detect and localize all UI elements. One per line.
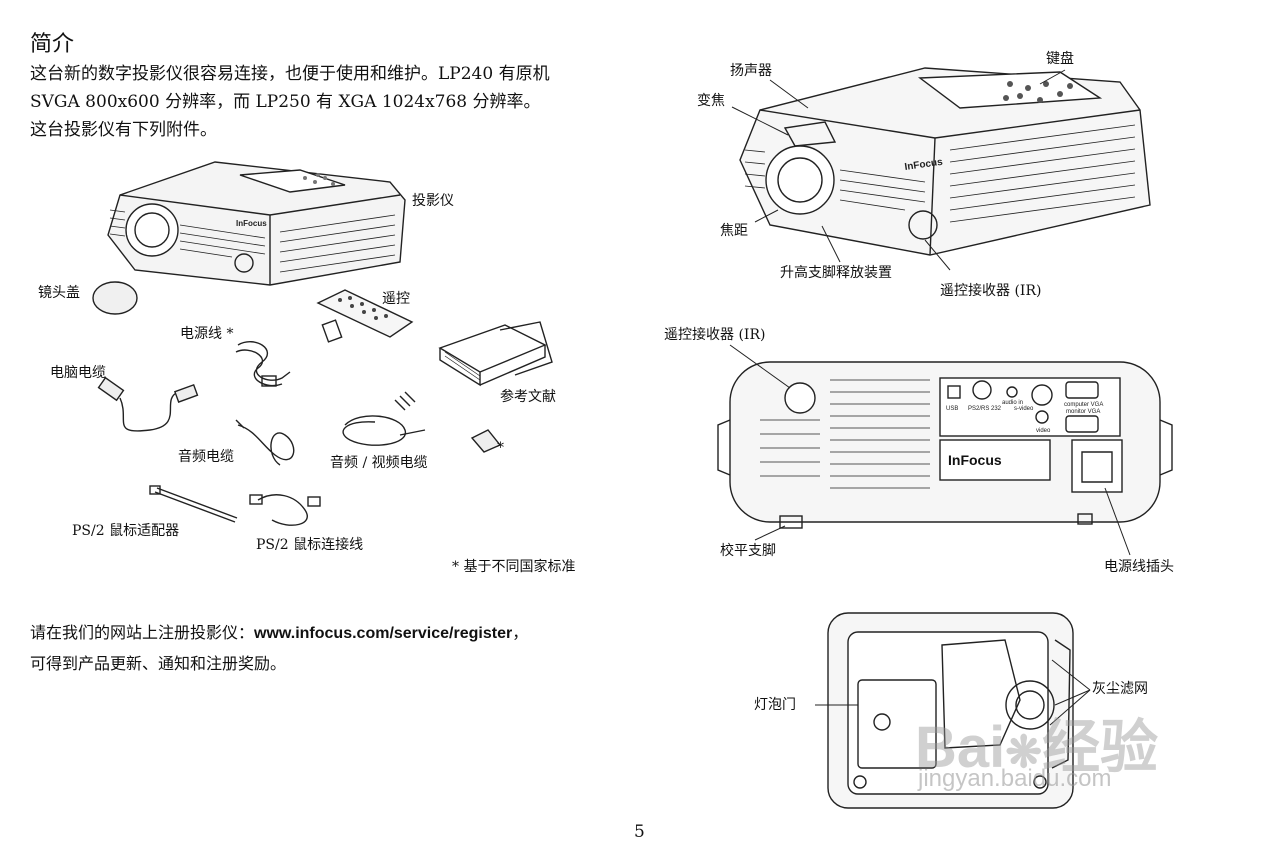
label-power-cord: 电源线 * <box>180 326 234 342</box>
port-label-usb: USB <box>946 406 958 412</box>
label-zoom: 变焦 <box>697 93 725 109</box>
label-dust-filter: 灰尘滤网 <box>1092 681 1148 697</box>
label-footnote: * 基于不同国家标准 <box>452 559 576 575</box>
power-cord-illustration <box>235 341 291 387</box>
page-number: 5 <box>634 822 645 842</box>
port-label-ps2: PS2/RS 232 <box>968 406 1002 412</box>
label-lens-cap: 镜头盖 <box>38 285 80 301</box>
label-ir-receiver-top: 遥控接收器 (IR) <box>940 283 1042 299</box>
registration-prefix: 请在我们的网站上注册投影仪： <box>30 623 255 642</box>
label-av-cable: 音频 / 视频电缆 <box>330 455 428 471</box>
watermark-url: jingyan.baidu.com <box>918 765 1112 792</box>
port-label-svideo: s-video <box>1014 406 1034 412</box>
label-computer-cable: 电脑电缆 <box>50 365 106 381</box>
label-speaker: 扬声器 <box>730 63 772 79</box>
label-audio-cable: 音频电缆 <box>178 449 234 465</box>
label-asterisk: * <box>497 440 504 456</box>
reference-docs-illustration <box>438 321 553 387</box>
label-remote: 遥控 <box>382 291 410 307</box>
watermark-brand: Bai <box>915 715 1006 780</box>
watermark-brand2: 经验 <box>1042 715 1159 780</box>
plug-adapter-illustration <box>470 429 502 453</box>
audio-cable-illustration <box>235 419 295 466</box>
intro-line-2: SVGA 800x600 分辨率，而 LP250 有 XGA 1024x768 … <box>30 92 541 112</box>
label-ir-receiver-rear: 遥控接收器 (IR) <box>664 327 766 343</box>
computer-cable-illustration <box>97 376 199 432</box>
port-label-video: video <box>1036 428 1051 434</box>
intro-paragraph: 这台新的数字投影仪很容易连接，也便于使用和维护。LP240 有原机 SVGA 8… <box>30 60 630 144</box>
port-label-computer: computer VGA <box>1064 402 1103 408</box>
remote-illustration <box>316 289 414 343</box>
rear-view-illustration <box>717 344 1173 556</box>
bottom-view-illustration <box>815 612 1091 809</box>
intro-line-1: 这台新的数字投影仪很容易连接，也便于使用和维护。LP240 有原机 <box>30 64 550 84</box>
port-label-monitor: monitor VGA <box>1066 409 1100 415</box>
registration-line-1: 请在我们的网站上注册投影仪：www.infocus.com/service/re… <box>30 618 630 649</box>
intro-line-3: 这台投影仪有下列附件。 <box>30 120 217 140</box>
page-title: 简介 <box>30 32 75 57</box>
paw-icon: ❋ <box>1005 728 1043 777</box>
brand-mark-top: InFocus <box>904 157 944 173</box>
brand-mark-small: InFocus <box>236 219 267 228</box>
label-ps2-adapter: PS/2 鼠标适配器 <box>72 523 180 539</box>
brand-mark-rear: InFocus <box>948 452 1002 468</box>
ps2-adapter-illustration <box>149 485 238 523</box>
label-ps2-cable: PS/2 鼠标连接线 <box>256 537 364 553</box>
port-label-audio: audio in <box>1002 400 1023 406</box>
registration-line-2: 可得到产品更新、通知和注册奖励。 <box>30 654 287 673</box>
projector-illustration <box>107 161 406 286</box>
registration-url[interactable]: www.infocus.com/service/register <box>254 625 513 642</box>
label-projector: 投影仪 <box>412 193 454 209</box>
ps2-cable-illustration <box>249 494 321 526</box>
label-power-connector: 电源线插头 <box>1104 559 1174 575</box>
registration-suffix: ， <box>512 623 529 642</box>
registration-paragraph: 请在我们的网站上注册投影仪：www.infocus.com/service/re… <box>30 618 630 679</box>
watermark-logo: Bai❋经验 <box>915 700 1158 784</box>
label-focus: 焦距 <box>720 223 748 239</box>
label-elevator: 升高支脚释放装置 <box>780 265 892 281</box>
lens-cap-illustration <box>92 281 138 315</box>
label-lamp-door: 灯泡门 <box>754 697 796 713</box>
label-keypad: 键盘 <box>1046 51 1074 67</box>
label-leveling-foot: 校平支脚 <box>720 543 776 559</box>
av-cable-illustration <box>342 391 426 446</box>
top-view-illustration <box>731 67 1151 271</box>
label-reference-docs: 参考文献 <box>500 389 556 405</box>
